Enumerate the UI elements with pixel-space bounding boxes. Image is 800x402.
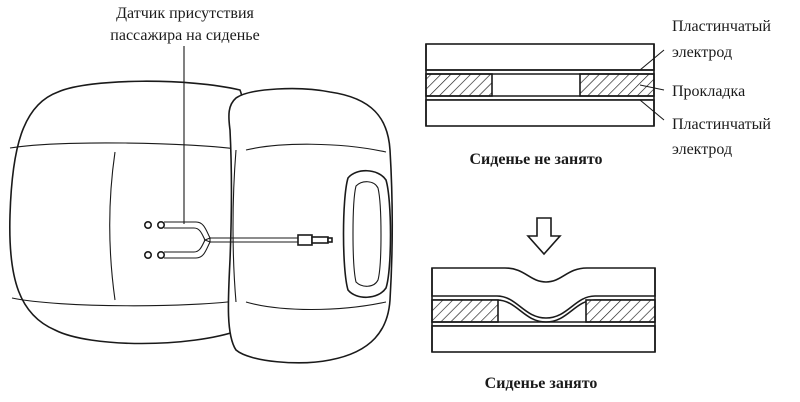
label-spacer: Прокладка: [672, 83, 745, 100]
seat-cushion-inner: [245, 143, 387, 153]
seat-side-bolster-left: [109, 151, 116, 301]
sensor-label-line1: Датчик присутствия: [116, 5, 254, 22]
leader-bottom-electrode: [639, 99, 665, 121]
label-bottom-electrode-line2: электрод: [672, 141, 732, 158]
top-electrode-layer: [425, 43, 655, 71]
section-seat-empty: [425, 43, 665, 127]
seat-backrest: [8, 80, 250, 345]
seat-cushion: [227, 87, 394, 364]
hatched-spacer-left: [425, 73, 493, 97]
bottom-electrode-layer: [431, 325, 656, 353]
down-arrow-icon: [526, 217, 562, 256]
caption-seat-occupied: Сиденье занято: [485, 375, 598, 392]
caption-seat-empty: Сиденье не занято: [469, 151, 602, 168]
bottom-electrode-layer: [425, 99, 655, 127]
seat-side-handle: [342, 169, 392, 299]
sensor-contact: [157, 251, 166, 260]
sensor-connector: [297, 234, 313, 246]
label-bottom-electrode-line1: Пластинчатый: [672, 116, 771, 133]
sensor-contact: [157, 221, 166, 230]
seat-drawing: [8, 46, 394, 364]
seat-backrest-inner-bottom: [11, 297, 245, 307]
leader-top-electrode: [639, 49, 665, 71]
leader-spacer: [639, 84, 665, 91]
seat-side-handle-inner: [352, 181, 382, 287]
seat-cushion-inner-bottom: [245, 301, 387, 311]
pressed-top-electrode-layer: [431, 267, 656, 319]
hatched-spacer-right: [585, 299, 656, 323]
sensor-wiring: [144, 221, 333, 260]
sensor-contact: [144, 221, 153, 230]
label-top-electrode-line1: Пластинчатый: [672, 18, 771, 35]
hatched-spacer-left: [431, 299, 499, 323]
sensor-connector-tip: [311, 236, 329, 244]
seat-backrest-inner: [9, 142, 245, 151]
seat-cushion-side: [232, 149, 237, 303]
section-seat-occupied: [431, 267, 656, 353]
sensor-label-line2: пассажира на сиденье: [110, 27, 259, 44]
sensor-contact: [144, 251, 153, 260]
label-top-electrode-line2: электрод: [672, 44, 732, 61]
hatched-spacer-right: [579, 73, 655, 97]
